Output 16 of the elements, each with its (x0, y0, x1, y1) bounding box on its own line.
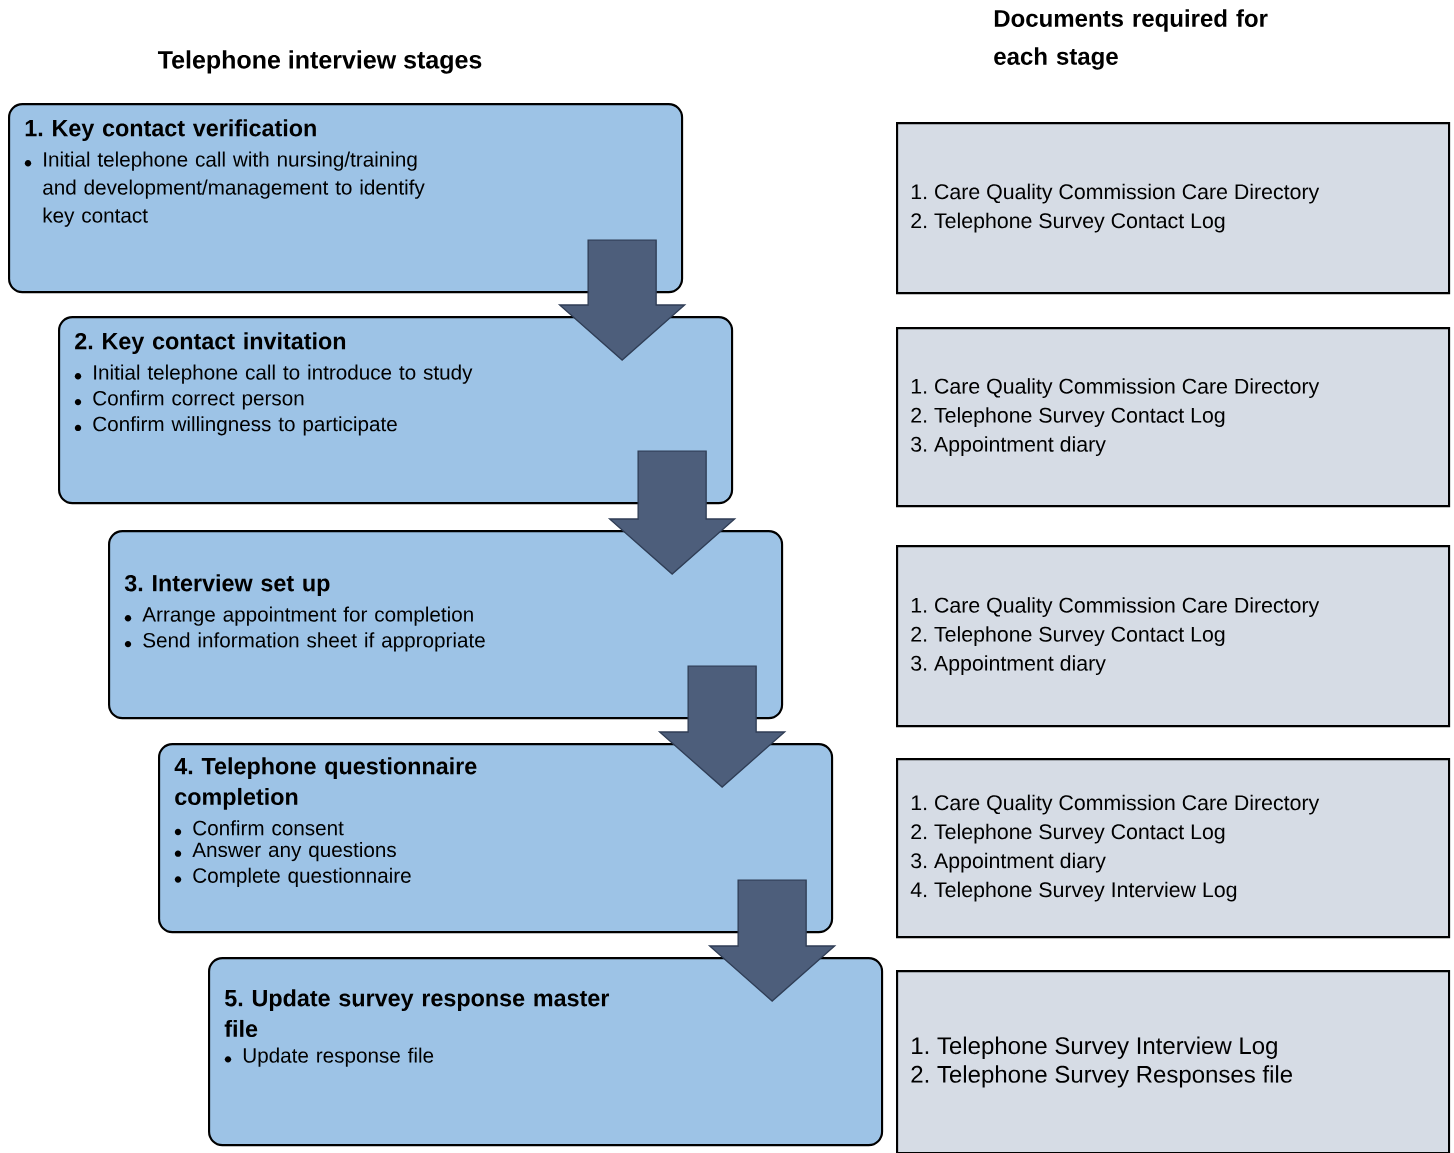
column-heading: Documents required for each stage (994, 9, 1268, 70)
document-list-box: 1. Care Quality Commission Care Directory 2. Telephone Survey Contact Log 3. Appointment diary (896, 327, 1451, 508)
column-heading: Telephone interview stages (157, 50, 482, 74)
stage-box: 3. Interview set up Arrange appointment for completion Send information sheet if appropriate (108, 530, 784, 720)
document-list-box: 1. Care Quality Commission Care Directory 2. Telephone Survey Contact Log 3. Appointment diary (896, 545, 1451, 728)
block-arrow (657, 665, 787, 788)
block-arrow (557, 239, 687, 361)
stage-box: 4. Telephone questionnaire completion Confirm consent Answer any questions Complete questionnaire (158, 743, 834, 934)
stage-box: 1. Key contact verification Initial telephone call with nursing/training and development/management to identify key contact (8, 103, 684, 294)
stage-box: 2. Key contact invitation Initial telephone call to introduce to study Confirm correct person Confirm willingness to participate (58, 316, 734, 505)
document-list-box: 1. Care Quality Commission Care Directory 2. Telephone Survey Contact Log (896, 122, 1451, 295)
document-list-box: 1. Telephone Survey Interview Log 2. Telephone Survey Responses file (896, 970, 1451, 1153)
block-arrow (607, 450, 737, 575)
document-list-box: 1. Care Quality Commission Care Directory 2. Telephone Survey Contact Log 3. Appointment diary 4. Telephone Survey Interview Log (896, 758, 1451, 939)
stage-box: 5. Update survey response master file Update response file (208, 957, 884, 1147)
block-arrow (707, 879, 837, 1002)
